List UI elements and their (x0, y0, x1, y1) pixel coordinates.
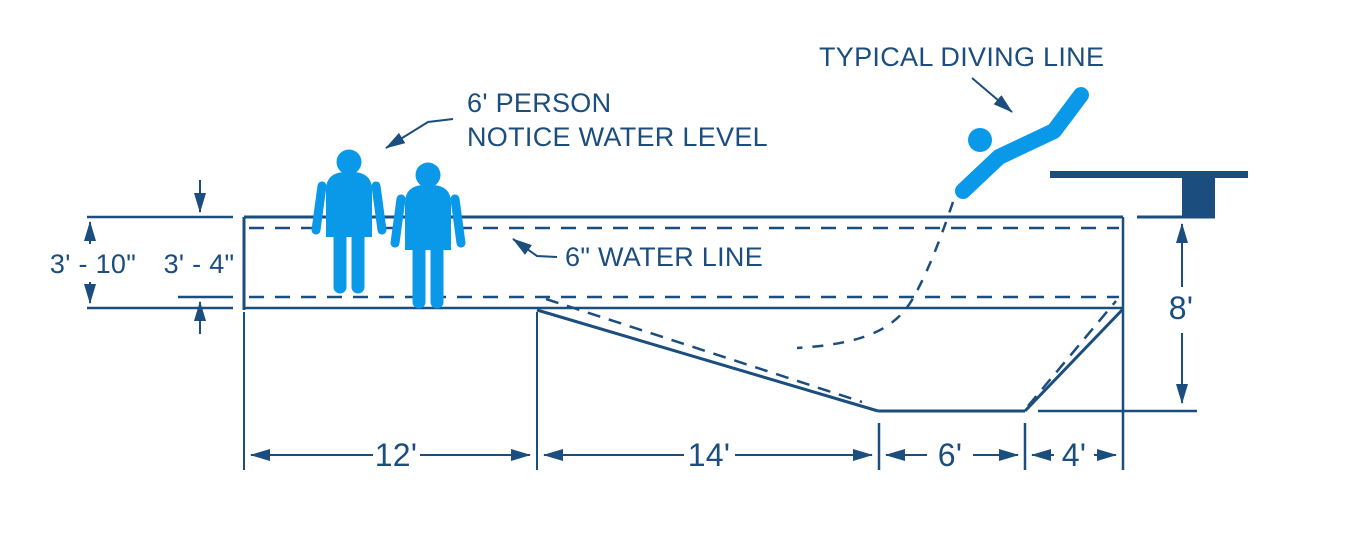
person-arm (390, 194, 406, 248)
person-figure-left (311, 149, 387, 294)
up-slope-dashed (1027, 300, 1117, 407)
person-figure-right (390, 162, 466, 309)
floor-down-slope (536, 308, 879, 413)
diver-head (968, 128, 992, 152)
person-torso (326, 172, 372, 237)
length-dimensions: 12' 14' 6' 4' (243, 312, 1117, 473)
label-person-line1: 6' PERSON (467, 88, 611, 118)
dimension-shallow-length: 12' (375, 437, 418, 473)
person-arm (450, 194, 466, 248)
diver-body (955, 87, 1089, 199)
diving-board-plank (1050, 171, 1248, 178)
diving-board-stand (1182, 178, 1215, 217)
diving-trajectory-dashed (796, 201, 955, 350)
leader-arrow-water-line (512, 238, 558, 258)
deep-depth-dimension: 8' (1038, 223, 1197, 413)
dimension-deep-depth: 8' (1169, 290, 1194, 326)
person-head (336, 149, 362, 175)
label-water-line: 6" WATER LINE (565, 242, 763, 272)
person-torso (405, 185, 451, 250)
leader-arrow-person (385, 118, 454, 149)
diver-figure (955, 87, 1089, 199)
dimension-deep-bottom-length: 6' (938, 437, 963, 473)
pool-outline (242, 215, 1215, 470)
label-typical-diving-line: TYPICAL DIVING LINE (819, 42, 1104, 72)
person-arm (311, 181, 327, 235)
floor-up-slope (1023, 307, 1125, 413)
diving-board (1050, 171, 1248, 217)
dimension-slope-length: 14' (688, 437, 731, 473)
shallow-depth-dimensions: 3' - 10" 3' - 4" (50, 180, 235, 334)
callouts: TYPICAL DIVING LINE 6' PERSON NOTICE WAT… (385, 42, 1104, 272)
label-person-line2: NOTICE WATER LEVEL (467, 122, 768, 152)
person-head (415, 162, 441, 188)
dimension-water-depth: 3' - 4" (164, 249, 235, 279)
dimension-deep-end-length: 4' (1062, 437, 1087, 473)
dimension-overall-depth: 3' - 10" (50, 249, 136, 279)
down-slope-dashed (545, 297, 863, 404)
person-arm (371, 181, 387, 235)
leader-arrow-diving-line (971, 77, 1013, 113)
